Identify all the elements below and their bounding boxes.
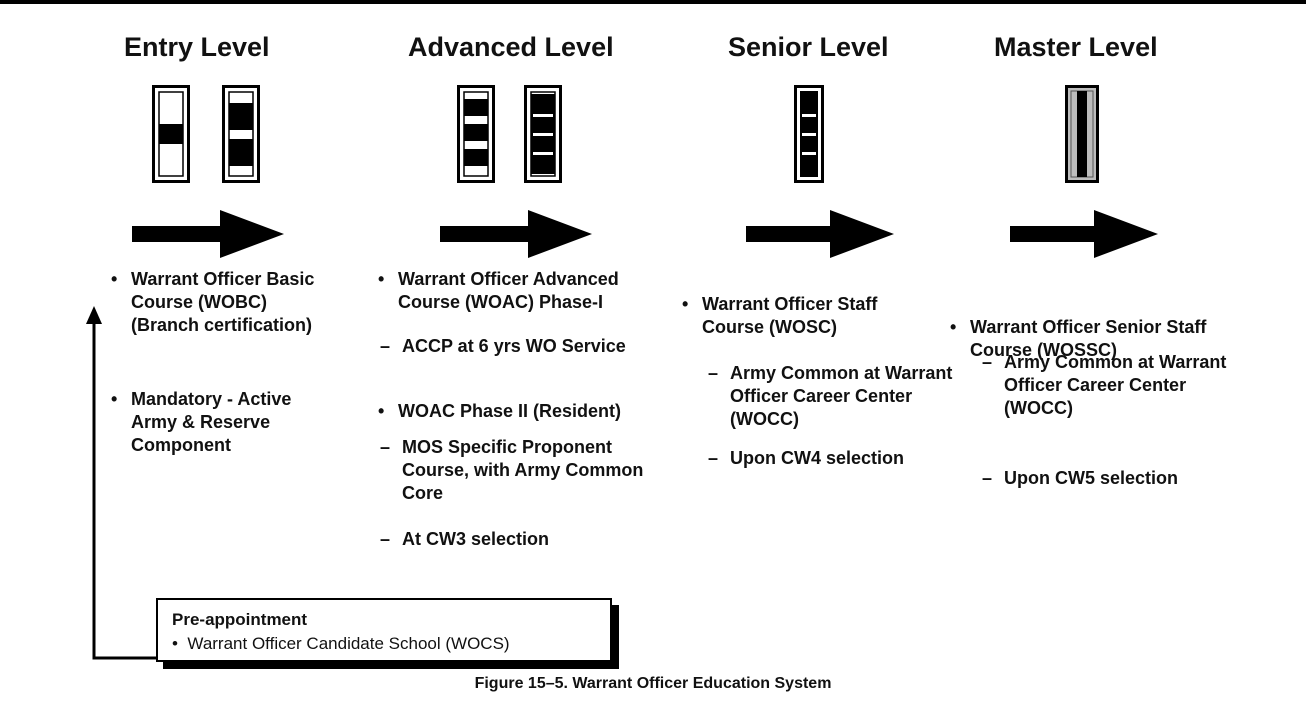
- master-arrow-icon: [1010, 210, 1158, 258]
- senior-bullet-1-text: Warrant Officer Staff Course (WOSC): [702, 294, 878, 337]
- advanced-bullet-2: • WOAC Phase II (Resident): [378, 401, 622, 421]
- master-sub-2: – Upon CW5 selection: [982, 468, 1179, 488]
- advanced-sub-2-text: MOS Specific Proponent Course, with Army…: [402, 437, 644, 503]
- cw4-insignia-icon: [524, 85, 562, 183]
- master-sub-2-text: Upon CW5 selection: [1004, 468, 1179, 488]
- master-bullet-1-text: Warrant Officer Senior Staff Course (WOS…: [970, 317, 1207, 360]
- senior-sub-1-text: Army Common at Warrant Officer Career Ce…: [730, 363, 953, 429]
- entry-bullet-2-text: Mandatory - Active Army & Reserve Compon…: [131, 389, 292, 455]
- senior-sub-1: – Army Common at Warrant Officer Career …: [708, 363, 953, 429]
- advanced-bullet-2-text: WOAC Phase II (Resident): [398, 401, 622, 421]
- advanced-sub-3-text: At CW3 selection: [402, 529, 550, 549]
- advanced-arrow-icon: [440, 210, 592, 258]
- senior-bullet-1: • Warrant Officer Staff Course (WOSC): [682, 294, 878, 337]
- wo1-insignia-icon: [152, 85, 190, 183]
- entry-bullet-1-text: Warrant Officer Basic Course (WOBC) (Bra…: [131, 269, 315, 335]
- senior-sub-2-text: Upon CW4 selection: [730, 448, 905, 468]
- master-bullet-1: • Warrant Officer Senior Staff Course (W…: [950, 317, 1207, 360]
- entry-arrow-icon: [132, 210, 284, 258]
- advanced-bullet-1-text: Warrant Officer Advanced Course (WOAC) P…: [398, 269, 619, 312]
- heading-master-level: Master Level: [994, 32, 1158, 62]
- heading-advanced-level: Advanced Level: [408, 32, 614, 62]
- pre-appointment-item-text: Warrant Officer Candidate School (WOCS): [187, 634, 510, 653]
- top-rule: [0, 0, 1306, 4]
- senior-arrow-icon: [746, 210, 894, 258]
- entry-bullet-2: • Mandatory - Active Army & Reserve Comp…: [111, 389, 292, 455]
- heading-entry-level: Entry Level: [124, 32, 270, 62]
- senior-insignia-icon: [794, 85, 824, 183]
- pre-appointment-box: Pre-appointment • Warrant Officer Candid…: [156, 598, 612, 662]
- advanced-bullet-1: • Warrant Officer Advanced Course (WOAC)…: [378, 269, 619, 312]
- advanced-sub-2: – MOS Specific Proponent Course, with Ar…: [380, 437, 644, 503]
- entry-bullet-1: • Warrant Officer Basic Course (WOBC) (B…: [111, 269, 315, 335]
- cw3-insignia-icon: [457, 85, 495, 183]
- pre-appointment-title: Pre-appointment: [172, 610, 308, 629]
- advanced-sub-3: – At CW3 selection: [380, 529, 550, 549]
- master-sub-1-text: Army Common at Warrant Officer Career Ce…: [1004, 352, 1227, 418]
- heading-senior-level: Senior Level: [728, 32, 889, 62]
- figure-caption: Figure 15–5. Warrant Officer Education S…: [474, 675, 832, 692]
- master-sub-1: – Army Common at Warrant Officer Career …: [982, 352, 1227, 418]
- advanced-sub-1-text: ACCP at 6 yrs WO Service: [402, 336, 626, 356]
- senior-sub-2: – Upon CW4 selection: [708, 448, 905, 468]
- advanced-sub-1: – ACCP at 6 yrs WO Service: [380, 336, 626, 356]
- master-insignia-icon: [1065, 85, 1099, 183]
- pre-appointment-flow-arrow-icon: [86, 306, 158, 660]
- cw2-insignia-icon: [222, 85, 260, 183]
- pre-appointment-item: • Warrant Officer Candidate School (WOCS…: [172, 634, 510, 653]
